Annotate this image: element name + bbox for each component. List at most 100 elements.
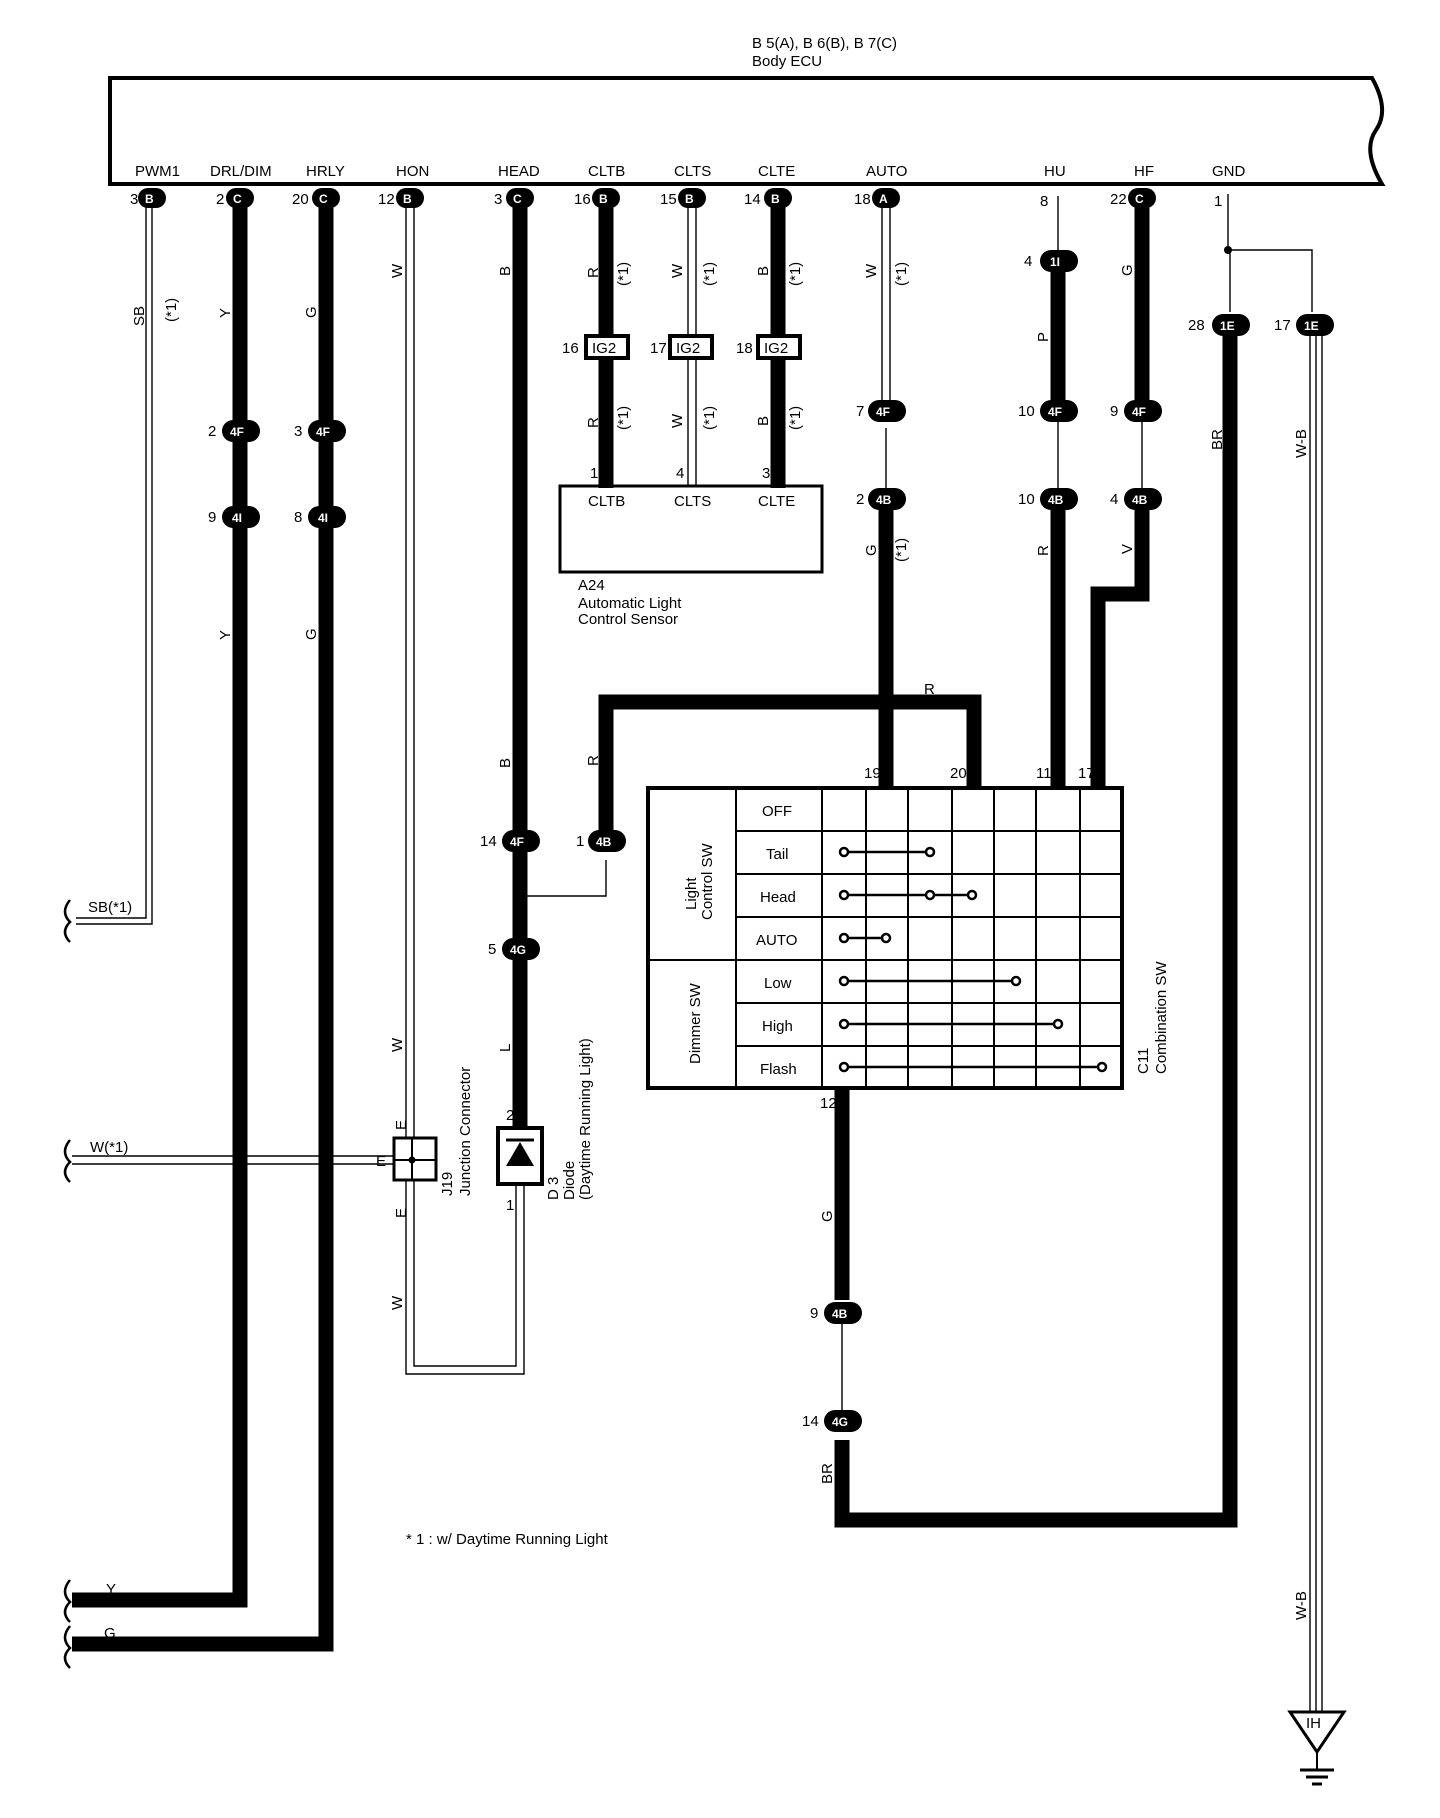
ecu-name: Body ECU [752, 53, 822, 70]
wire-w-auto [881, 198, 891, 410]
sw-row-auto: AUTO [756, 932, 797, 949]
conn-ecu-pwm1: B [138, 188, 166, 208]
svg-text:W: W [389, 1037, 406, 1052]
svg-text:Y: Y [106, 1581, 116, 1598]
pin-num: 3 [494, 191, 502, 208]
conn-4f-drl: 4F [222, 420, 260, 442]
svg-text:Y: Y [217, 630, 234, 640]
pin-num: 3 [130, 191, 138, 208]
svg-text:E: E [376, 1153, 386, 1170]
ground-ih: IH [1287, 1710, 1347, 1786]
svg-text:4B: 4B [1048, 493, 1064, 507]
svg-text:R: R [1035, 545, 1052, 556]
conn-4b-bottom: 4B [824, 1302, 862, 1324]
ecu-connectors-label: B 5(A), B 6(B), B 7(C) [752, 35, 897, 52]
svg-text:IH: IH [1306, 1715, 1321, 1732]
svg-text:C: C [233, 192, 242, 206]
svg-text:(*1): (*1) [701, 406, 718, 430]
d3-id: D 3 [545, 1177, 562, 1200]
conn-4f-head: 4F [502, 830, 540, 852]
conn-1e-28: 1E [1212, 314, 1250, 336]
conn-ecu-head: C [506, 188, 534, 208]
pin-num-14: 14 [802, 1413, 819, 1430]
j19-name: Junction Connector [457, 1067, 474, 1196]
sw-row-tail: Tail [766, 846, 789, 863]
conn-4i-hrly: 4I [308, 506, 346, 528]
svg-text:B: B [685, 192, 694, 206]
pin-num: 2 [216, 191, 224, 208]
svg-text:W: W [863, 263, 880, 278]
a24-sensor-box [558, 484, 824, 574]
conn-4b-hu: 4B [1040, 488, 1078, 510]
pin-num: 18 [854, 191, 871, 208]
conn-4g-bottom: 4G [824, 1410, 862, 1432]
conn-ecu-cltb: B [592, 188, 620, 208]
sensor-pin-num: 3 [762, 465, 770, 482]
svg-text:P: P [1035, 332, 1052, 342]
conn-4b-hf: 4B [1124, 488, 1162, 510]
wire-w [405, 198, 525, 1375]
sw-group-light: Light [683, 877, 700, 910]
pin-num-28: 28 [1188, 317, 1205, 334]
svg-text:W-B: W-B [1293, 1591, 1310, 1620]
svg-text:4I: 4I [318, 511, 328, 525]
svg-text:4I: 4I [232, 511, 242, 525]
svg-text:IG2: IG2 [676, 340, 700, 357]
svg-text:R: R [585, 417, 602, 428]
svg-text:W(*1): W(*1) [90, 1139, 128, 1156]
svg-text:2: 2 [506, 1107, 514, 1124]
svg-text:G: G [303, 306, 320, 318]
ig2-clts: IG2 [668, 334, 714, 360]
conn-ecu-auto: A [872, 188, 900, 208]
pin-num-9: 9 [208, 509, 216, 526]
gnd-junction-dot [1224, 246, 1232, 254]
conn-4f-hf: 4F [1124, 400, 1162, 422]
pin-name-clts: CLTS [674, 163, 711, 180]
svg-text:G: G [819, 1210, 836, 1222]
conn-ecu-drl: C [226, 188, 254, 208]
j19-id: J19 [439, 1172, 456, 1196]
sw-top-pin-19: 19 [864, 765, 881, 782]
svg-text:R: R [585, 755, 602, 766]
ig2-num: 16 [562, 340, 579, 357]
ecu-pin-names: PWM1 DRL/DIM HRLY HON HEAD CLTB CLTS CLT… [135, 163, 1246, 180]
pin-num: 12 [378, 191, 395, 208]
svg-text:L: L [497, 1044, 514, 1052]
wire-sb [76, 198, 153, 925]
pin-num: 8 [1040, 193, 1048, 210]
svg-text:4F: 4F [316, 425, 330, 439]
svg-text:4B: 4B [1132, 493, 1148, 507]
pin-name-hu: HU [1044, 163, 1066, 180]
svg-text:G: G [1119, 264, 1136, 276]
svg-text:(*1): (*1) [615, 262, 632, 286]
connectors: B C C B C B B B A C 1I 4 1E 28 1E 17 4F … [138, 188, 1334, 1432]
wire-colour-labels: SB (*1) Y Y G G W W W B B L R R R (*1) R… [88, 262, 1310, 1642]
pin-name-cltb: CLTB [588, 163, 625, 180]
pin-num-8: 8 [294, 509, 302, 526]
svg-text:W: W [389, 1295, 406, 1310]
sensor-pin-num: 4 [676, 465, 684, 482]
svg-text:4F: 4F [876, 405, 890, 419]
pin-name-pwm1: PWM1 [135, 163, 180, 180]
conn-1e-17: 1E [1296, 314, 1334, 336]
svg-text:4F: 4F [510, 835, 524, 849]
sw-top-pin-11: 11 [1036, 765, 1052, 782]
svg-text:BR: BR [819, 1463, 836, 1484]
svg-text:4F: 4F [1048, 405, 1062, 419]
svg-text:SB(*1): SB(*1) [88, 899, 132, 916]
svg-text:A: A [879, 192, 888, 206]
conn-4f-auto: 4F [868, 400, 906, 422]
sw-row-head: Head [760, 889, 796, 906]
sensor-id: A24 [578, 577, 605, 594]
pin-num-5: 5 [488, 941, 496, 958]
conn-4b-auto: 4B [868, 488, 906, 510]
wire-r [598, 694, 982, 848]
pin-name-hf: HF [1134, 163, 1154, 180]
pin-num: 22 [1110, 191, 1127, 208]
conn-ecu-hf: C [1128, 188, 1156, 208]
svg-text:B: B [497, 266, 514, 276]
svg-text:4G: 4G [510, 943, 526, 957]
svg-text:SB: SB [131, 306, 148, 326]
body-ecu-box [108, 76, 1386, 186]
